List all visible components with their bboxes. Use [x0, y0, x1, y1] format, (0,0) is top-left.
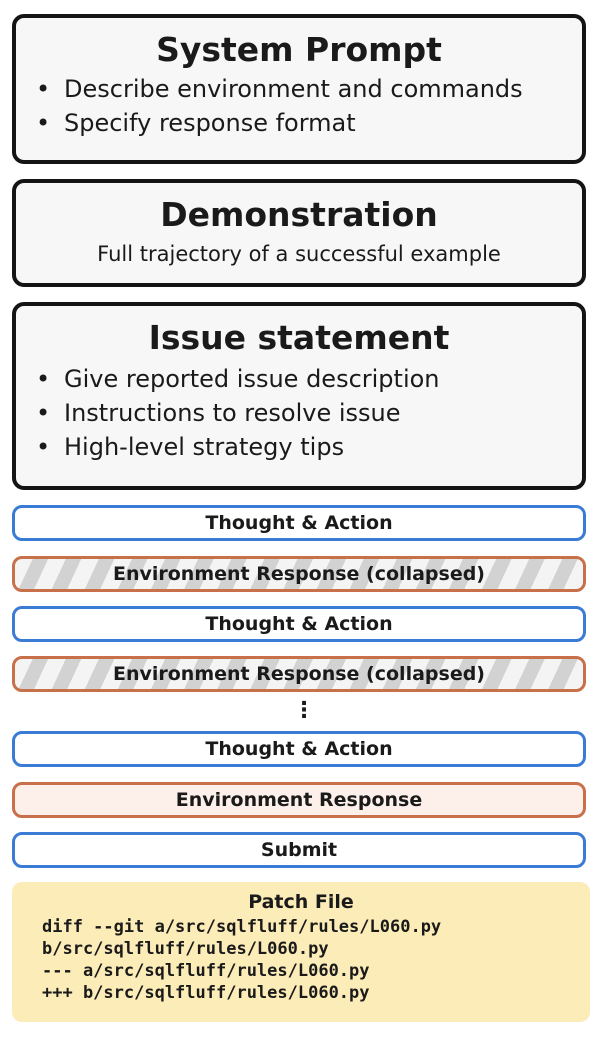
bullet-text: Specify response format [64, 109, 356, 137]
patch-file-box: Patch File diff --git a/src/sqlfluff/rul… [12, 882, 590, 1022]
step-label: Submit [260, 839, 338, 861]
system-prompt-title: System Prompt [156, 30, 442, 69]
system-prompt-box: System Prompt • Describe environment and … [12, 14, 586, 164]
environment-response-collapsed-1: Environment Response (collapsed) [12, 556, 586, 592]
thought-action-step-1: Thought & Action [12, 505, 586, 541]
bullet-item: • Describe environment and commands [36, 72, 582, 106]
thought-action-step-2: Thought & Action [12, 606, 586, 642]
bullet-text: Give reported issue description [64, 365, 440, 393]
issue-statement-bullets: • Give reported issue description • Instru… [16, 362, 582, 464]
bullet-text: High-level strategy tips [64, 433, 345, 461]
bullet-item: • Specify response format [36, 106, 582, 140]
thought-action-step-3: Thought & Action [12, 731, 586, 767]
bullet-dot: • [36, 433, 51, 461]
bullet-dot: • [36, 109, 51, 137]
submit-step: Submit [12, 832, 586, 868]
bullet-text: Instructions to resolve issue [64, 399, 401, 427]
bullet-dot: • [36, 365, 51, 393]
step-label: Thought & Action [205, 512, 393, 534]
demonstration-box: Demonstration Full trajectory of a succe… [12, 179, 586, 287]
issue-statement-title: Issue statement [148, 318, 450, 357]
bullet-item: • Give reported issue description [36, 362, 582, 396]
patch-line: b/src/sqlfluff/rules/L060.py [42, 939, 329, 959]
step-label: Thought & Action [205, 738, 393, 760]
demonstration-title: Demonstration [160, 195, 438, 234]
issue-statement-box: Issue statement • Give reported issue des… [12, 302, 586, 490]
demonstration-subtitle: Full trajectory of a successful example [97, 242, 501, 266]
patch-line: --- a/src/sqlfluff/rules/L060.py [42, 961, 370, 981]
environment-response-collapsed-2: Environment Response (collapsed) [12, 656, 586, 692]
patch-line: +++ b/src/sqlfluff/rules/L060.py [42, 983, 370, 1003]
bullet-dot: • [36, 75, 51, 103]
vertical-ellipsis: ⋮ [293, 698, 315, 723]
patch-line: diff --git a/src/sqlfluff/rules/L060.py [42, 917, 442, 937]
bullet-item: • Instructions to resolve issue [36, 396, 582, 430]
bullet-item: • High-level strategy tips [36, 430, 582, 464]
bullet-text: Describe environment and commands [64, 75, 523, 103]
patch-file-title: Patch File [248, 891, 354, 913]
step-label: Environment Response (collapsed) [112, 563, 485, 585]
environment-response: Environment Response [12, 782, 586, 818]
system-prompt-bullets: • Describe environment and commands • Spec… [16, 72, 582, 140]
bullet-dot: • [36, 399, 51, 427]
step-label: Environment Response [175, 789, 423, 811]
step-label: Thought & Action [205, 613, 393, 635]
step-label: Environment Response (collapsed) [112, 663, 485, 685]
